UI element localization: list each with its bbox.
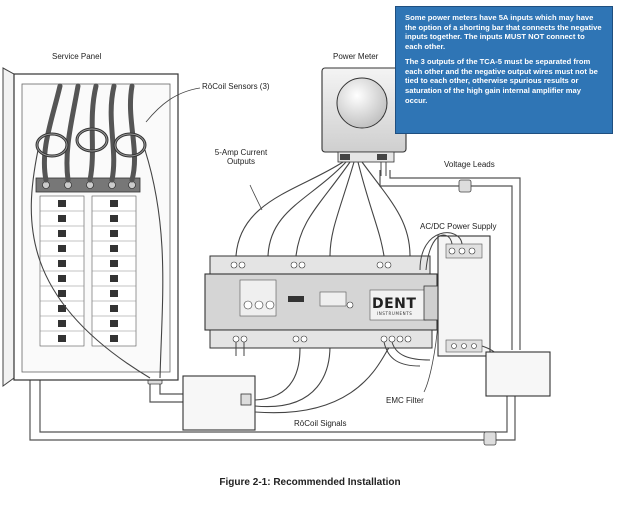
current-outputs-label: 5-Amp Current Outputs: [214, 148, 268, 167]
callout-paragraph-2: The 3 outputs of the TCA-5 must be separ…: [405, 56, 598, 105]
device-brand-logo: DENT: [372, 296, 417, 312]
service-panel: [2, 67, 179, 387]
callout-paragraph-1: Some power meters have 5A inputs which m…: [405, 13, 602, 52]
figure-caption: Figure 2-1: Recommended Installation: [219, 477, 401, 488]
right-junction-box: [485, 351, 551, 397]
power-meter-label: Power Meter: [333, 52, 379, 61]
emc-filter-leader: [423, 321, 439, 393]
rocoil-leader: [145, 87, 201, 123]
current-outputs-leader: [249, 184, 263, 211]
tca-device: [204, 255, 439, 349]
left-junction-box: [182, 375, 256, 431]
current-output-wires: [235, 161, 411, 257]
power-meter: [321, 67, 407, 163]
ac-dc-supply-label: AC/DC Power Supply: [420, 222, 497, 231]
emc-filter: [423, 285, 439, 321]
emc-filter-label: EMC Filter: [386, 396, 424, 405]
power-supply: [437, 235, 491, 357]
service-panel-label: Service Panel: [52, 52, 102, 61]
note-callout: Some power meters have 5A inputs which m…: [395, 6, 613, 134]
rocoil-signal-wires: [30, 149, 164, 379]
voltage-leads-label: Voltage Leads: [444, 160, 495, 169]
rocoil-sensors-label: RōCoil Sensors (3): [202, 82, 270, 91]
conduit: [29, 170, 521, 441]
rocoil-signals-label: RōCoil Signals: [294, 419, 347, 428]
breaker-rows: [39, 195, 137, 347]
device-brand-sub: INSTRUMENTS: [377, 311, 413, 316]
